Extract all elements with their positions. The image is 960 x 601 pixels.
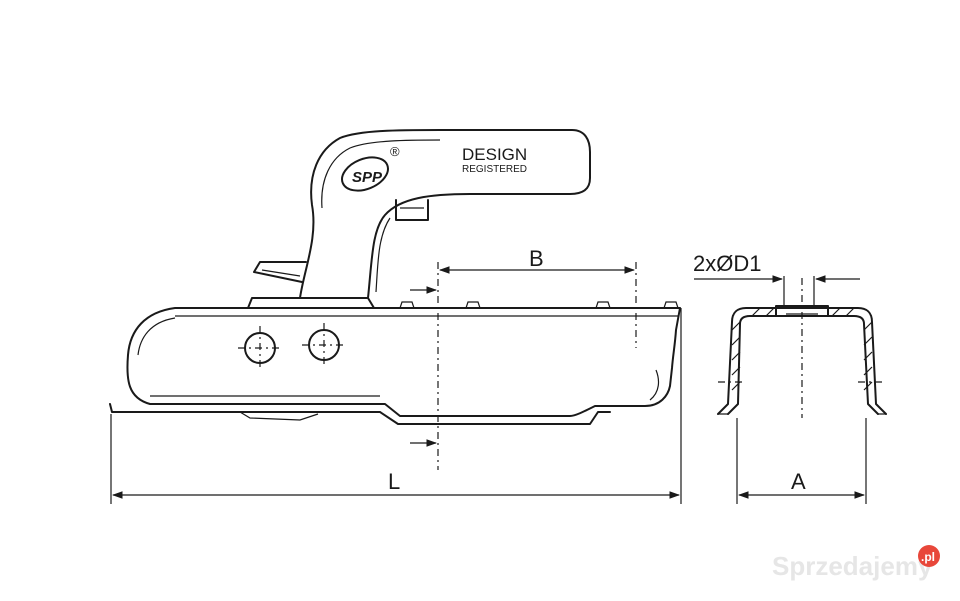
watermark: Sprzedajemy .pl [772,545,940,581]
coupling-handle [247,129,591,309]
watermark-text: Sprzedajemy [772,551,933,581]
spp-logo: SPP ® [341,144,400,192]
coupling-body [109,301,681,425]
dimension-label-a: A [791,469,806,494]
dimension-a [736,418,867,504]
design-label: DESIGN [462,145,527,164]
dimension-label-d1: 2xØD1 [693,251,761,276]
dimension-l [110,308,682,504]
dimension-b [410,262,637,470]
dimension-label-b: B [529,246,544,271]
dimension-d1 [694,275,860,306]
watermark-badge-icon [918,545,940,567]
coupling-cross-section [717,278,887,418]
watermark-domain: .pl [921,550,935,564]
logo-brand: SPP [352,169,383,186]
registered-label: REGISTERED [462,164,527,175]
dimension-label-l: L [388,469,400,494]
registered-mark: ® [390,144,400,159]
